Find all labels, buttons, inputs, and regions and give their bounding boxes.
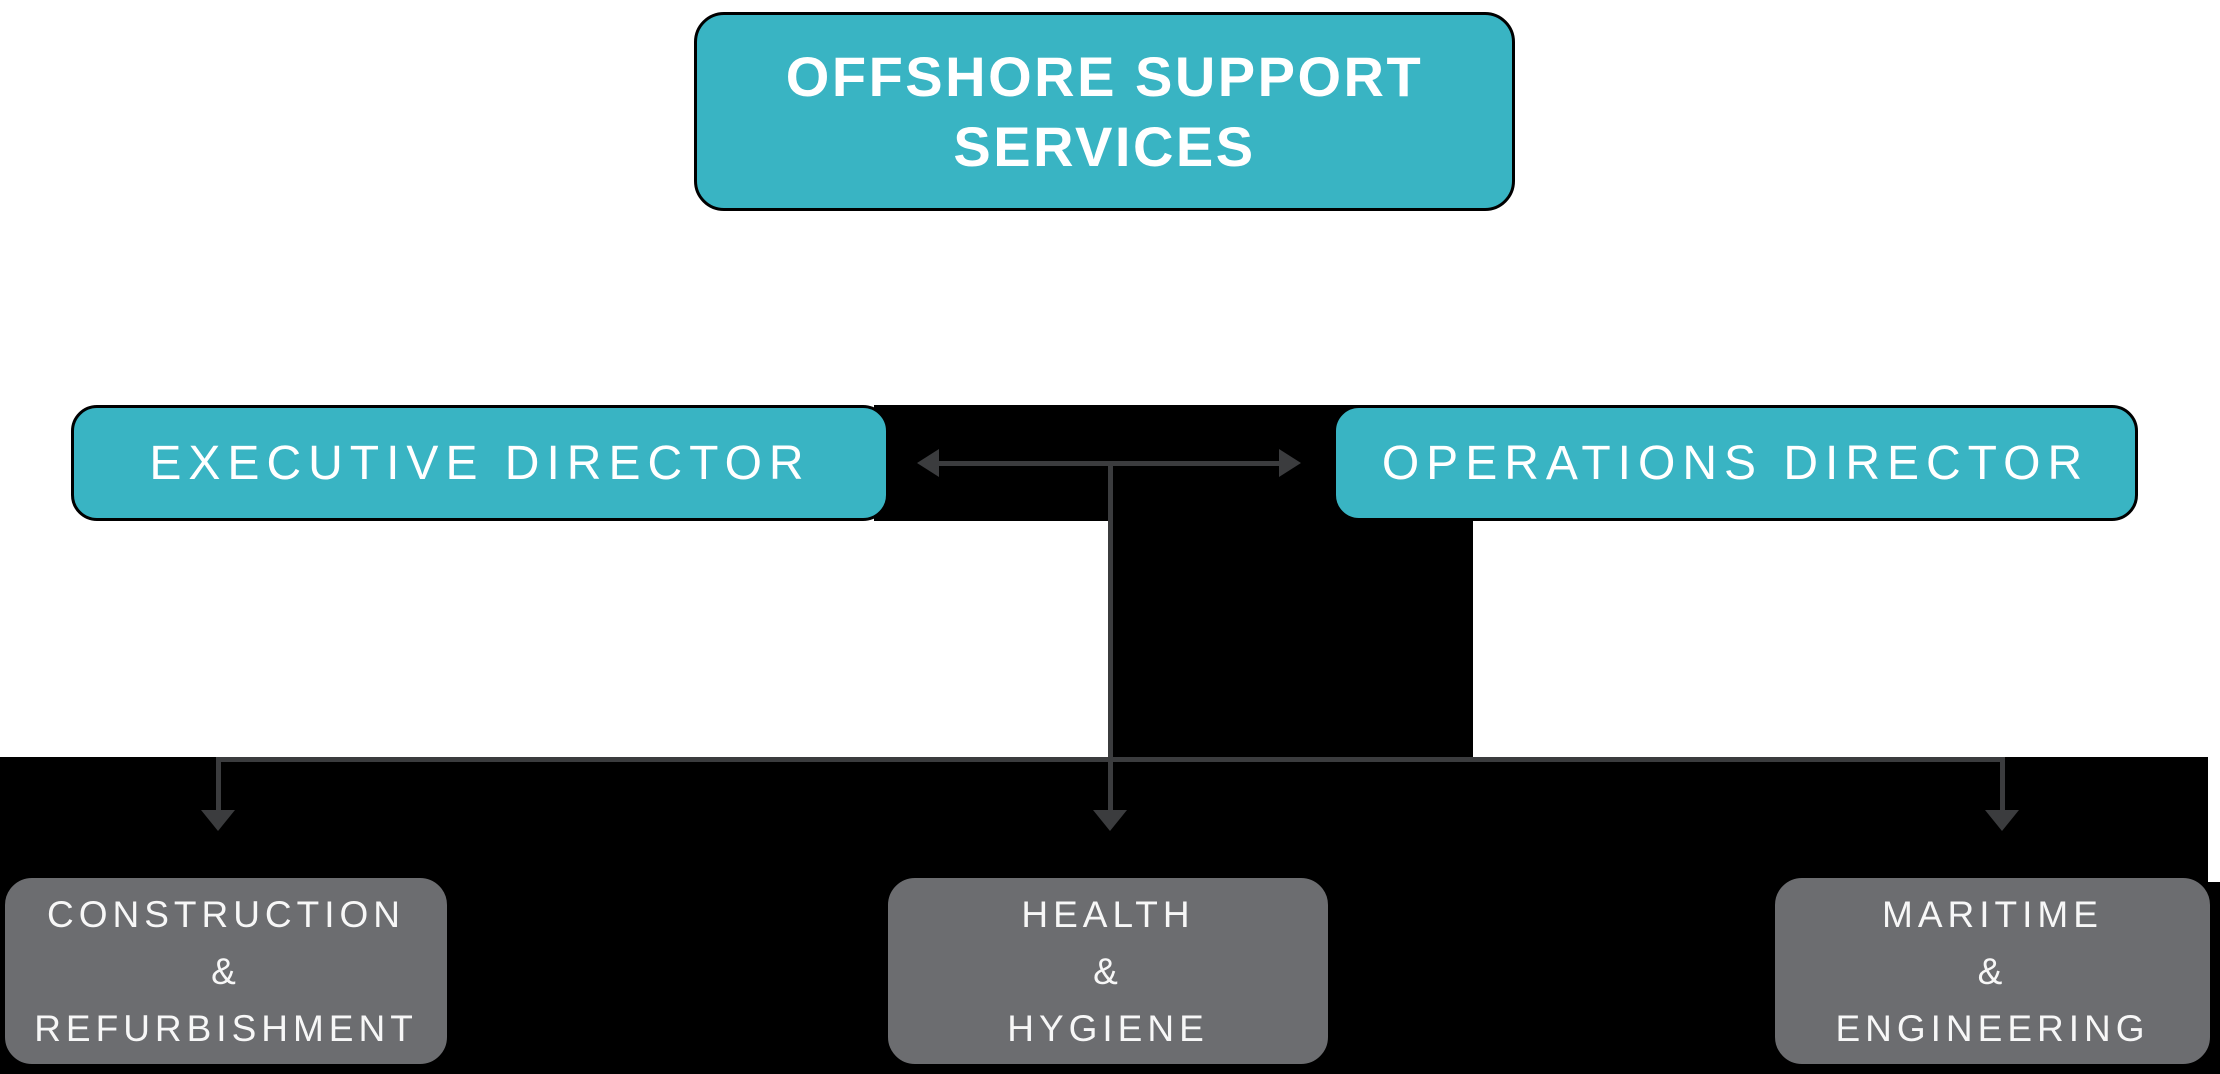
down-arrow-icon (1093, 810, 1127, 831)
down-arrow-icon (1985, 810, 2019, 831)
backdrop-white-notch (2208, 757, 2220, 882)
arrow-right-head-icon (1279, 449, 1301, 477)
division-label-line: & (211, 950, 241, 992)
left-drop-line (216, 757, 221, 815)
org-root-title-line: SERVICES (953, 114, 1256, 178)
division-label-line: & (1093, 950, 1123, 992)
division-box-construction-refurbishment: CONSTRUCTION & REFURBISHMENT (2, 875, 450, 1067)
org-root-title-line: OFFSHORE SUPPORT (785, 44, 1424, 108)
division-box-maritime-engineering: MARITIME & ENGINEERING (1772, 875, 2213, 1067)
trunk-horizontal-line (216, 757, 2004, 762)
executive-director-label: EXECUTIVE DIRECTOR (149, 436, 811, 490)
operations-director-label: OPERATIONS DIRECTOR (1381, 436, 2090, 490)
division-box-health-hygiene: HEALTH & HYGIENE (885, 875, 1331, 1067)
division-label-line: REFURBISHMENT (34, 1007, 418, 1049)
division-label-line: ENGINEERING (1835, 1007, 2150, 1049)
executive-director-box: EXECUTIVE DIRECTOR (71, 405, 889, 521)
arrow-left-head-icon (917, 449, 939, 477)
division-label-line: CONSTRUCTION (46, 893, 406, 935)
backdrop-column-center (1110, 521, 1473, 758)
operations-director-box: OPERATIONS DIRECTOR (1333, 405, 2138, 521)
org-root-box: OFFSHORE SUPPORT SERVICES (694, 12, 1515, 211)
division-label-line: HEALTH (1021, 893, 1195, 935)
double-arrow-line (936, 461, 1282, 466)
division-label-line: HYGIENE (1007, 1007, 1209, 1049)
division-label-line: MARITIME (1882, 893, 2103, 935)
down-arrow-icon (201, 810, 235, 831)
division-label-line: & (1977, 950, 2008, 992)
trunk-vertical-line (1108, 464, 1113, 815)
right-drop-line (2000, 757, 2005, 815)
